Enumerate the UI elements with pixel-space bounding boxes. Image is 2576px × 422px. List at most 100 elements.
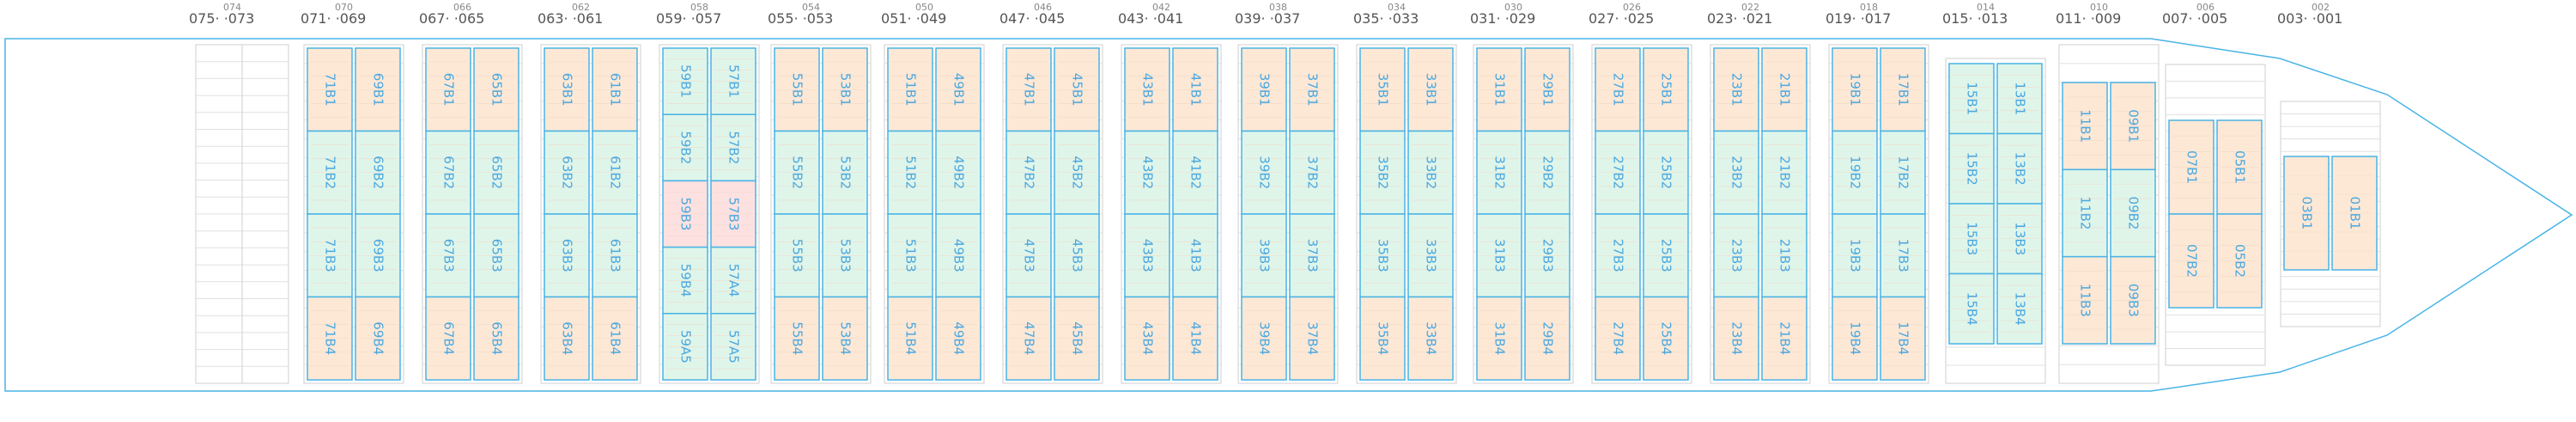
slot-label: 65B4 [489,321,505,355]
slot-label: 21B4 [1777,321,1793,355]
slot-label: 35B4 [1376,321,1391,355]
slot-label: 63B2 [560,156,575,189]
slot-label: 17B3 [1896,239,1911,272]
slot-label: 19B2 [1848,156,1863,189]
slot-label: 65B2 [489,156,505,189]
slot-label: 67B4 [441,321,457,355]
slot-label: 55B2 [790,156,805,189]
slot-label: 17B2 [1896,156,1911,189]
slot-label: 25B1 [1659,73,1674,107]
bay-label-mid: 054 [802,2,820,13]
slot-label: 17B4 [1896,321,1911,355]
slot-label: 59B3 [678,198,694,231]
slot-label: 69B4 [371,321,386,355]
slot-label: 35B1 [1376,73,1391,107]
slot-label: 45B2 [1070,156,1085,189]
slot-label: 17B1 [1896,73,1911,107]
slot-label: 29B4 [1540,321,1556,355]
slot-label: 13B4 [2013,292,2028,326]
slot-label: 51B3 [903,239,919,272]
slot-label: 41B1 [1188,73,1204,107]
bay-label-mid: 006 [2196,2,2215,13]
bay-label-mid: 074 [223,2,241,13]
slot-label: 09B3 [2126,284,2142,317]
slot-label: 31B1 [1492,73,1508,107]
slot-label: 31B4 [1492,321,1508,355]
slot-label: 67B2 [441,156,457,189]
slot-label: 51B4 [903,321,919,355]
slot-label: 05B2 [2233,244,2248,278]
slot-label: 19B4 [1848,321,1863,355]
slot-label: 59B1 [678,64,694,98]
slot-label: 41B3 [1188,239,1204,272]
slot-label: 49B1 [951,73,967,107]
slot-label: 01B1 [2348,197,2363,230]
slot-label: 25B4 [1659,321,1674,355]
slot-label: 39B4 [1257,321,1273,355]
slot-label: 69B3 [371,239,386,272]
slot-label: 45B1 [1070,73,1085,107]
bay-label-mid: 026 [1623,2,1641,13]
slot-label: 57A4 [726,264,742,297]
slot-label: 41B2 [1188,156,1204,189]
slot-label: 65B1 [489,73,505,107]
slot-label: 65B3 [489,239,505,272]
slot-label: 27B2 [1611,156,1626,189]
slot-label: 61B4 [608,321,623,355]
slot-label: 39B1 [1257,73,1273,107]
slot-label: 61B1 [608,73,623,107]
slot-label: 61B3 [608,239,623,272]
slot-label: 31B2 [1492,156,1508,189]
slot-label: 53B3 [838,239,854,272]
slot-label: 29B2 [1540,156,1556,189]
slot-label: 19B1 [1848,73,1863,107]
slot-label: 71B1 [323,73,338,107]
slot-label: 49B2 [951,156,967,189]
slot-label: 39B3 [1257,239,1273,272]
slot-label: 47B4 [1022,321,1037,355]
slot-label: 51B2 [903,156,919,189]
slot-label: 23B2 [1729,156,1745,189]
slot-label: 49B4 [951,321,967,355]
bay-label-mid: 070 [335,2,353,13]
slot-label: 11B2 [2078,197,2093,230]
slot-label: 47B2 [1022,156,1037,189]
slot-label: 67B1 [441,73,457,107]
slot-label: 47B3 [1022,239,1037,272]
slot-label: 55B1 [790,73,805,107]
bay-label-mid: 002 [2312,2,2330,13]
slot-label: 53B2 [838,156,854,189]
slot-label: 07B2 [2184,244,2200,278]
bay-label-mid: 066 [453,2,471,13]
slot-label: 19B3 [1848,239,1863,272]
slot-label: 57B3 [726,198,742,231]
slot-label: 55B4 [790,321,805,355]
slot-label: 53B4 [838,321,854,355]
bay-label-mid: 050 [915,2,933,13]
slot-label: 45B3 [1070,239,1085,272]
slot-label: 71B3 [323,239,338,272]
slot-label: 43B2 [1140,156,1156,189]
slot-label: 53B1 [838,73,854,107]
slot-label: 43B3 [1140,239,1156,272]
slot-label: 29B1 [1540,73,1556,107]
slot-label: 59A5 [678,330,694,364]
slot-label: 21B1 [1777,73,1793,107]
slot-label: 15B2 [1965,152,1980,186]
bay-label-mid: 022 [1741,2,1759,13]
slot-label: 49B3 [951,239,967,272]
slot-label: 57A5 [726,330,742,364]
